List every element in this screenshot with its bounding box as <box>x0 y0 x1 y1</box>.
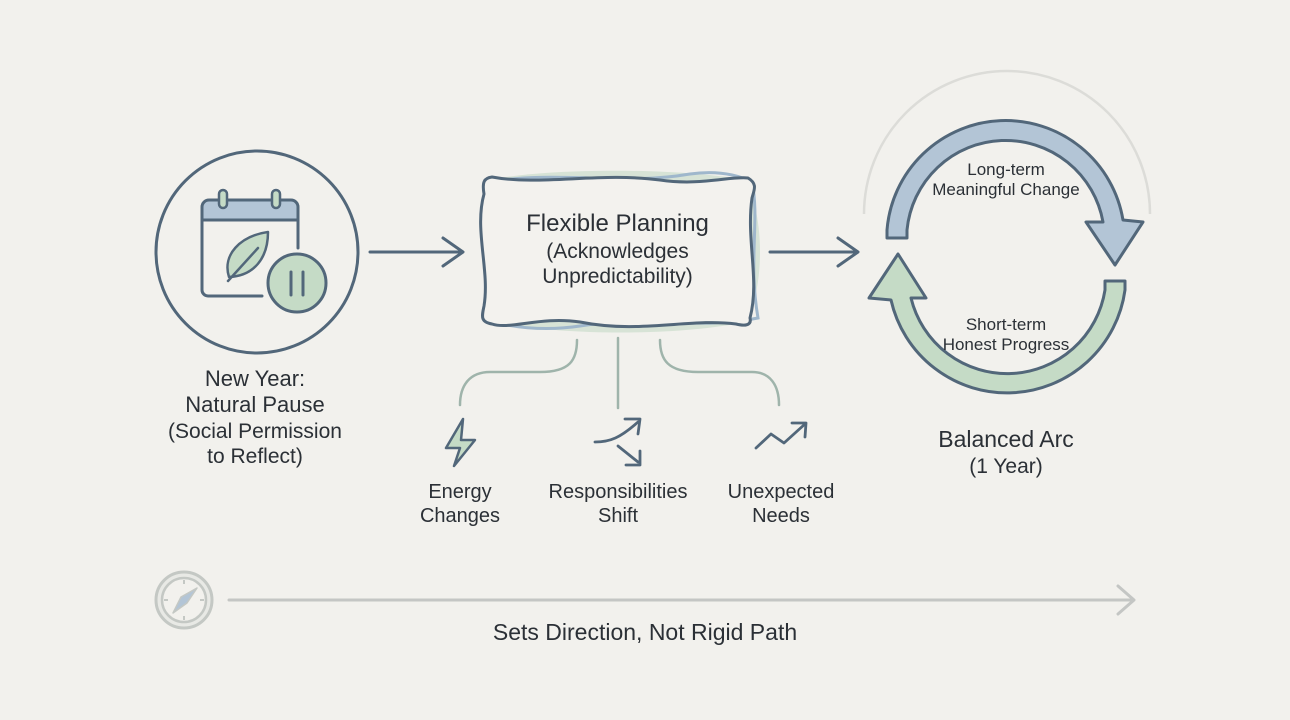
balanced-arc-label: Balanced Arc (1 Year) <box>906 426 1106 479</box>
start-circle <box>154 149 360 355</box>
leaf-icon <box>226 230 270 283</box>
arrow-planning-to-cycle <box>768 236 860 268</box>
short-term-line1: Short-term <box>965 315 1047 334</box>
start-node-label: New Year: Natural Pause (Social Permissi… <box>140 366 370 469</box>
short-term-label: Short-term Honest Progress <box>906 315 1106 356</box>
planning-box <box>479 170 760 333</box>
long-term-line2: Meaningful Change <box>932 180 1080 200</box>
cycle-diagram <box>862 69 1152 395</box>
pause-icon <box>266 252 328 314</box>
compass-icon <box>154 570 214 630</box>
factor-needs-line2: Needs <box>752 505 810 527</box>
factor-needs-label: Unexpected Needs <box>691 480 871 528</box>
arrow-start-to-planning <box>368 236 465 268</box>
start-subtitle-line1: (Social Permission <box>168 419 342 443</box>
planning-label: Flexible Planning (Acknowledges Unpredic… <box>480 210 755 289</box>
planning-subtitle-line1: (Acknowledges <box>546 239 689 263</box>
factor-responsibilities-line1: Responsibilities <box>548 481 688 503</box>
balanced-arc-title: Balanced Arc <box>938 426 1074 452</box>
factor-responsibilities-line2: Shift <box>597 505 639 527</box>
factor-connectors <box>458 336 781 410</box>
connector-energy <box>458 338 579 407</box>
connector-needs <box>658 338 781 407</box>
long-term-line1: Long-term <box>967 160 1045 179</box>
start-subtitle-line2: to Reflect) <box>207 444 303 468</box>
start-title-line1: New Year: <box>204 366 306 391</box>
split-arrows-icon <box>593 417 642 467</box>
balanced-arc-subtitle: (1 Year) <box>969 454 1043 478</box>
factor-energy-label: Energy Changes <box>370 480 550 528</box>
outer-faint-arc <box>862 69 1152 215</box>
start-node-icon <box>154 149 360 355</box>
direction-label: Sets Direction, Not Rigid Path <box>492 619 798 645</box>
direction-arrow <box>227 584 1136 616</box>
start-title-line2: Natural Pause <box>185 392 325 418</box>
factor-responsibilities-label: Responsibilities Shift <box>528 480 708 528</box>
trend-up-arrow-icon <box>754 421 808 450</box>
long-term-arrow <box>885 119 1145 267</box>
lightning-bolt-icon <box>444 417 477 468</box>
factor-energy-line2: Changes <box>419 505 501 527</box>
planning-title: Flexible Planning <box>526 210 709 237</box>
calendar-icon <box>200 188 300 298</box>
short-term-arrow <box>867 252 1127 395</box>
factor-needs-line1: Unexpected <box>727 481 835 503</box>
long-term-label: Long-term Meaningful Change <box>906 160 1106 201</box>
short-term-line2: Honest Progress <box>942 335 1070 355</box>
factor-energy-line1: Energy <box>428 481 492 503</box>
planning-subtitle-line2: Unpredictability) <box>542 264 693 288</box>
